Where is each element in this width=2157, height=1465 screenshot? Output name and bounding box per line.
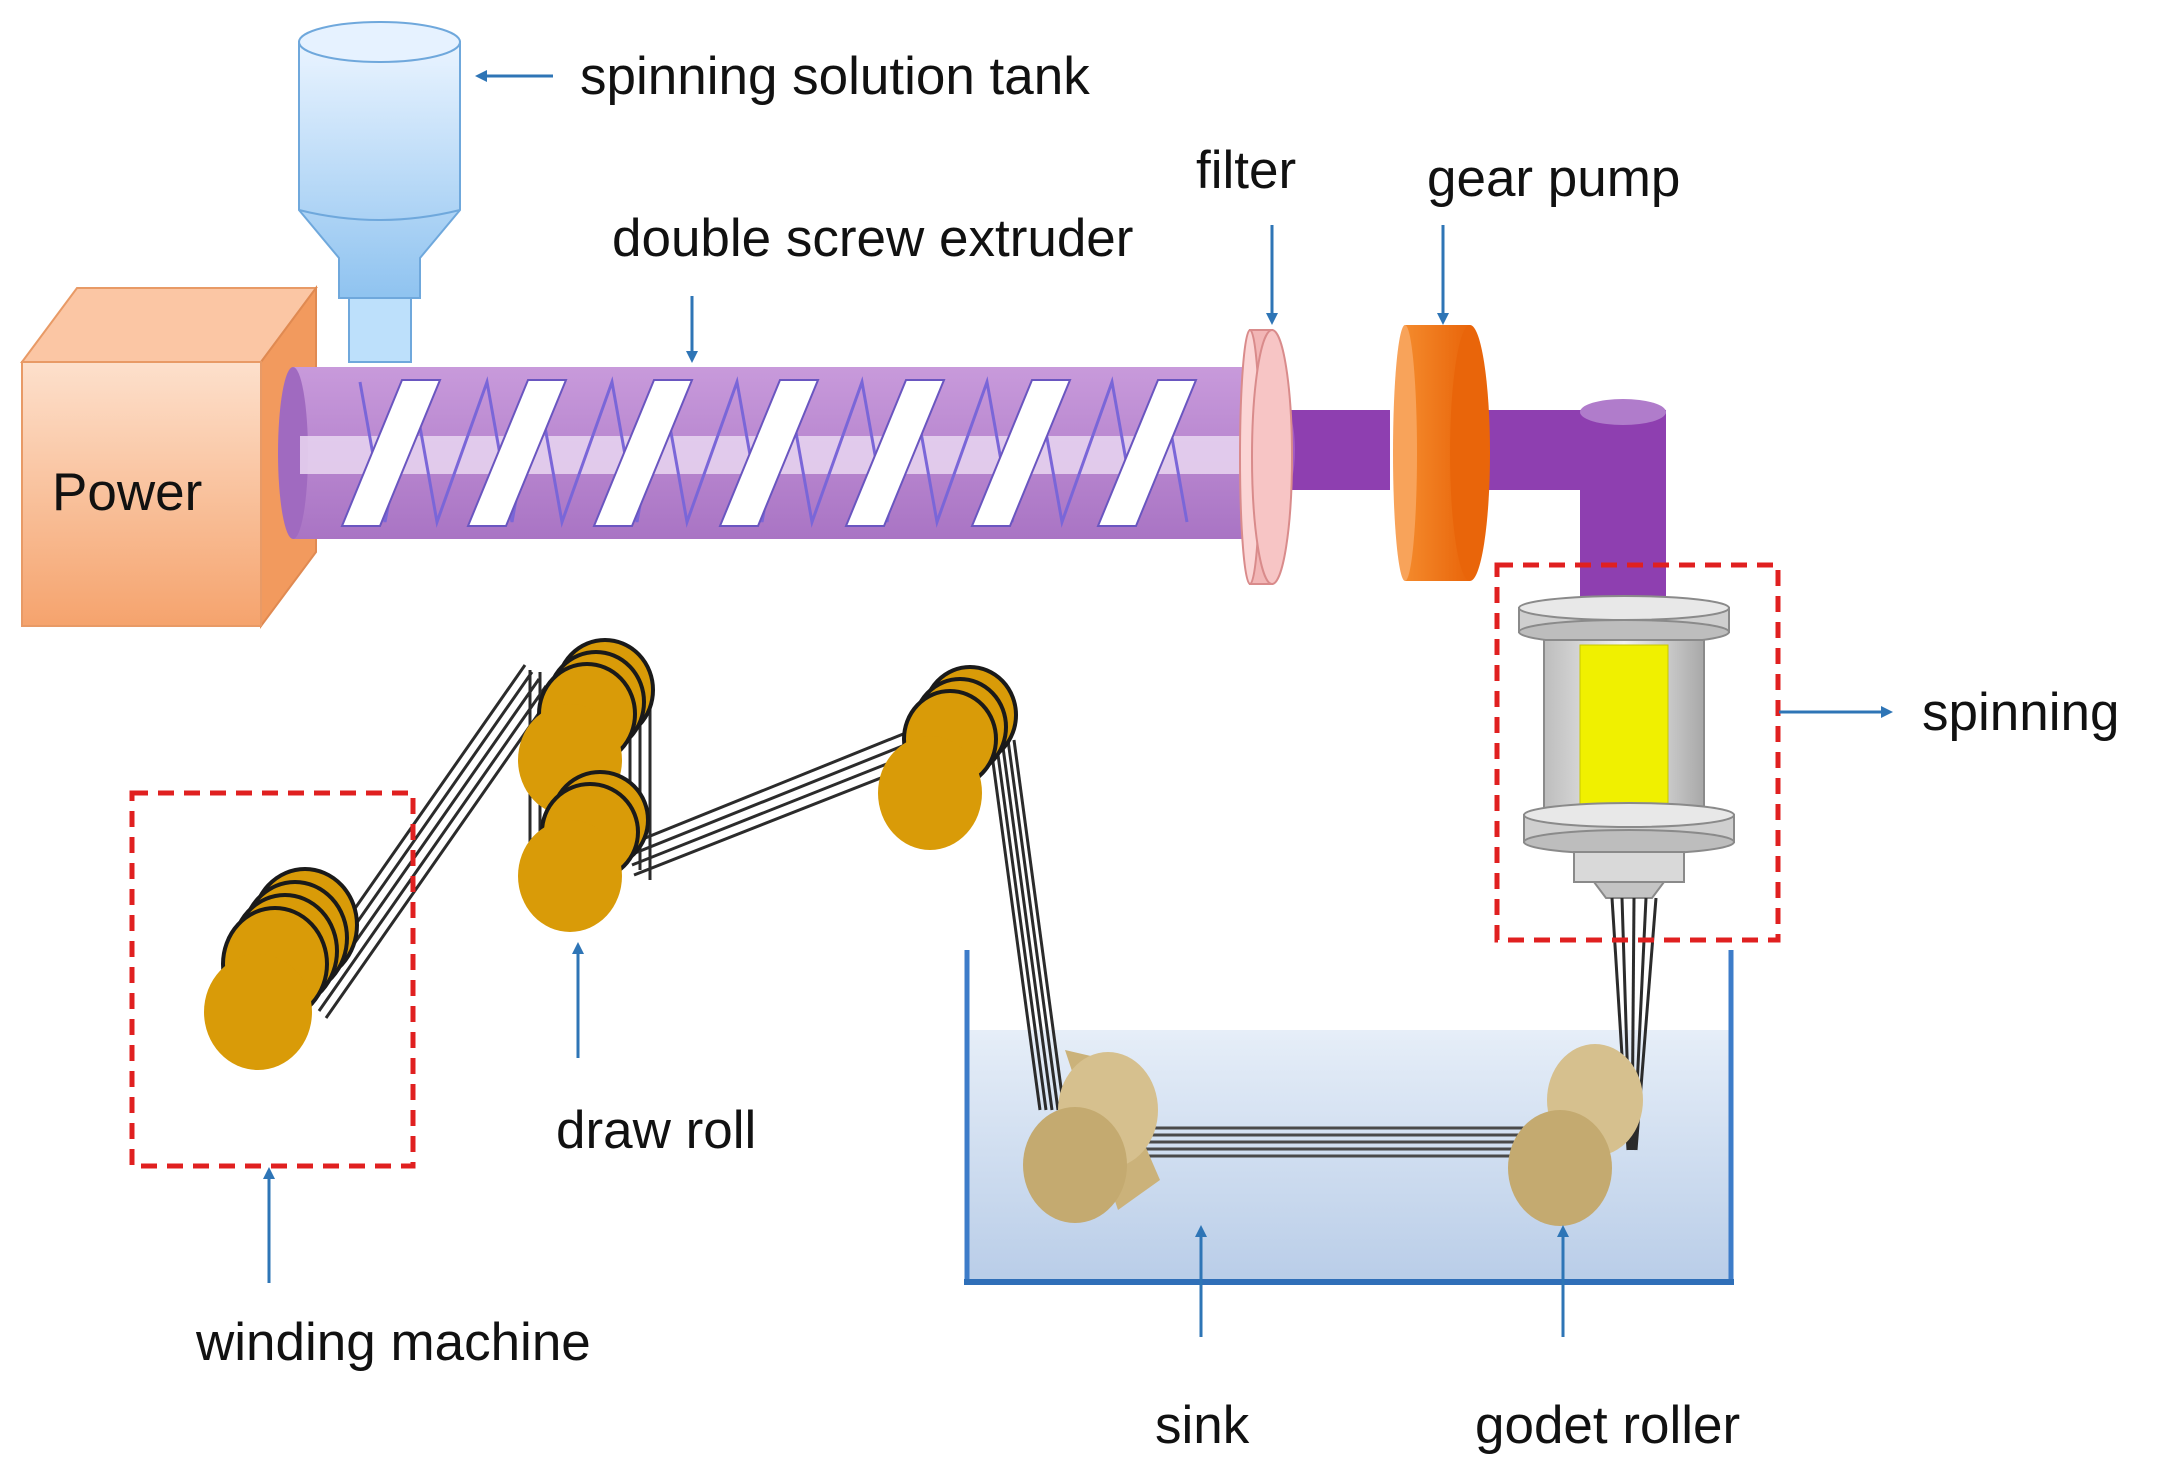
power-unit — [20, 284, 318, 630]
winding-spool — [204, 867, 359, 1070]
gear-pump-label: gear pump — [1427, 149, 1680, 208]
draw-roll-lower — [518, 770, 650, 932]
double-screw-extruder — [278, 367, 1248, 539]
filter — [1239, 329, 1293, 585]
label-arrows — [263, 70, 1893, 1337]
power-label: Power — [52, 463, 202, 522]
gear-pump — [1393, 325, 1490, 581]
spinning-label: spinning — [1922, 683, 2119, 742]
winding-machine-label: winding machine — [195, 1313, 591, 1372]
filter-label: filter — [1196, 141, 1296, 200]
tank-label: spinning solution tank — [580, 47, 1090, 106]
sink-label: sink — [1155, 1396, 1250, 1455]
spinning-solution-tank — [298, 21, 461, 363]
winding-dashed-box — [129, 790, 416, 1169]
godet-roller — [1508, 1044, 1643, 1226]
screw-blades — [340, 379, 1198, 527]
godet-roller-label: godet roller — [1475, 1396, 1740, 1455]
extruder-label: double screw extruder — [612, 209, 1133, 268]
guide-roller — [878, 665, 1018, 850]
spinneret — [1518, 595, 1735, 899]
sink-roller-left — [1023, 1050, 1160, 1223]
draw-roll-label: draw roll — [556, 1101, 756, 1160]
spinning-dashed-box — [1494, 562, 1781, 943]
